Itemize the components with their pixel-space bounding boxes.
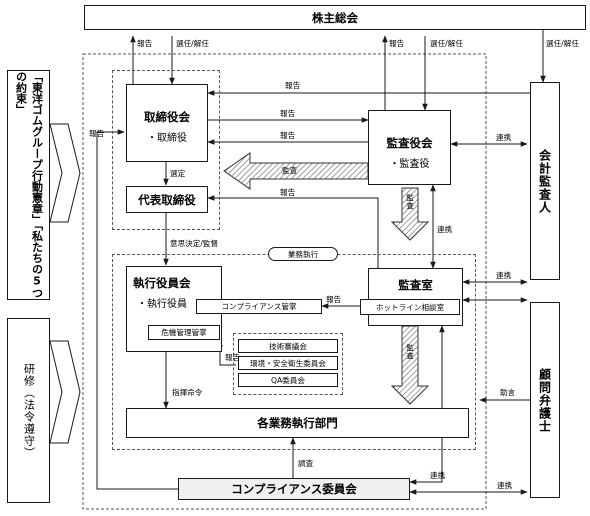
label-liaison-compliance-office: 連携: [430, 471, 446, 480]
label-report-left: 報告: [89, 129, 105, 138]
hotline-office: ホットライン相談室: [360, 299, 460, 315]
hotline-label: ホットライン相談室: [375, 302, 445, 312]
exec-sub-label: ・執行役員: [137, 299, 187, 310]
risk-management: 危機管理管掌: [148, 325, 220, 340]
audit-office: 監査室: [368, 268, 463, 326]
label-elect-auditor: 選任/解任: [546, 39, 579, 48]
label-investigate: 調査: [298, 459, 314, 468]
charter-box: 「東洋ゴムグループ行動憲章」「私たちの5つの約束」: [7, 70, 50, 300]
compliance-committee: コンプライアンス委員会: [178, 478, 410, 500]
committees-group: [233, 333, 343, 395]
compliance-management: コンプライアンス管掌: [196, 299, 322, 314]
label-liaison-audit-office: 連携: [437, 225, 453, 234]
label-elect-board: 選任/解任: [176, 39, 209, 48]
label-decision: 意思決定/監督: [170, 239, 219, 248]
shareholders-label: 株主総会: [312, 10, 358, 25]
training-label: 研修（法令遵守）: [22, 362, 36, 459]
label-report-audit-board: 報告: [280, 131, 296, 140]
label-audit-vertical-2: 監査: [405, 344, 415, 360]
chevron-charter: [49, 123, 81, 223]
compliance-mgmt-label: コンプライアンス管掌: [221, 302, 297, 311]
accounting-auditor-label: 会計監査人: [537, 148, 552, 214]
legal-advisor-label: 顧問弁護士: [537, 367, 552, 433]
label-select: 選定: [170, 169, 186, 178]
business-depts-label: 各業務執行部門: [257, 416, 338, 430]
label-report-board-shareholders: 報告: [137, 39, 153, 48]
compliance-committee-label: コンプライアンス委員会: [231, 482, 357, 496]
audit-arrow-down-2: [390, 325, 430, 405]
label-liaison-audit-auditor: 連携: [496, 133, 512, 142]
representative-director: 代表取締役: [126, 186, 208, 213]
business-exec-label: 業務執行: [287, 249, 319, 259]
business-exec-tag: 業務執行: [268, 247, 338, 261]
audit-arrow-down-1: [390, 187, 430, 241]
label-liaison-compliance-legal: 連携: [497, 481, 513, 490]
audit-office-label: 監査室: [398, 278, 433, 292]
board-label: 取締役会: [144, 110, 190, 124]
audit-board-sub-label: ・監査役: [389, 159, 430, 170]
exec-committee-label: 執行役員会: [133, 276, 191, 290]
label-report-hotline: 報告: [326, 295, 342, 304]
label-elect-audit: 選任/解任: [430, 39, 463, 48]
legal-advisor: 顧問弁護士: [530, 302, 560, 498]
label-command: 指揮命令: [172, 388, 203, 397]
audit-board: 監査役会 ・監査役: [368, 110, 451, 185]
tech-council-label: 技術審議会: [269, 341, 307, 351]
audit-board-label: 監査役会: [386, 136, 433, 150]
training-box: 研修（法令遵守）: [7, 318, 50, 503]
board-group: [112, 70, 220, 230]
label-report-office-rep: 報告: [280, 188, 296, 197]
label-report-board-audit: 報告: [280, 109, 296, 118]
label-advice: 助言: [500, 388, 516, 397]
audit-arrow-to-rep: [223, 152, 369, 190]
label-report-committees: 報告: [225, 353, 241, 362]
label-report-auditor-board: 報告: [285, 81, 301, 90]
qa-label: QA委員会: [271, 375, 305, 385]
label-liaison-office-auditor: 連携: [496, 271, 512, 280]
shareholders-meeting: 株主総会: [84, 5, 586, 30]
qa-committee: QA委員会: [238, 373, 338, 387]
tech-council: 技術審議会: [238, 339, 338, 353]
board-sub-label: ・取締役: [147, 133, 187, 144]
business-departments: 各業務執行部門: [126, 408, 469, 438]
label-audit-vertical-1: 監査: [405, 194, 415, 210]
charter-label: 「東洋ゴムグループ行動憲章」「私たちの5つの約束」: [14, 71, 44, 299]
chevron-training: [49, 340, 81, 444]
rep-director-label: 代表取締役: [138, 192, 196, 207]
env-safety-label: 環境・安全衛生委員会: [250, 358, 326, 368]
accounting-auditor: 会計監査人: [530, 82, 560, 280]
board-of-directors: 取締役会 ・取締役: [126, 84, 208, 162]
label-audit-horizontal: 監査: [282, 166, 298, 175]
env-safety-committee: 環境・安全衛生委員会: [238, 356, 338, 370]
label-report-audit-shareholders: 報告: [389, 39, 405, 48]
risk-mgmt-label: 危機管理管掌: [161, 328, 207, 337]
